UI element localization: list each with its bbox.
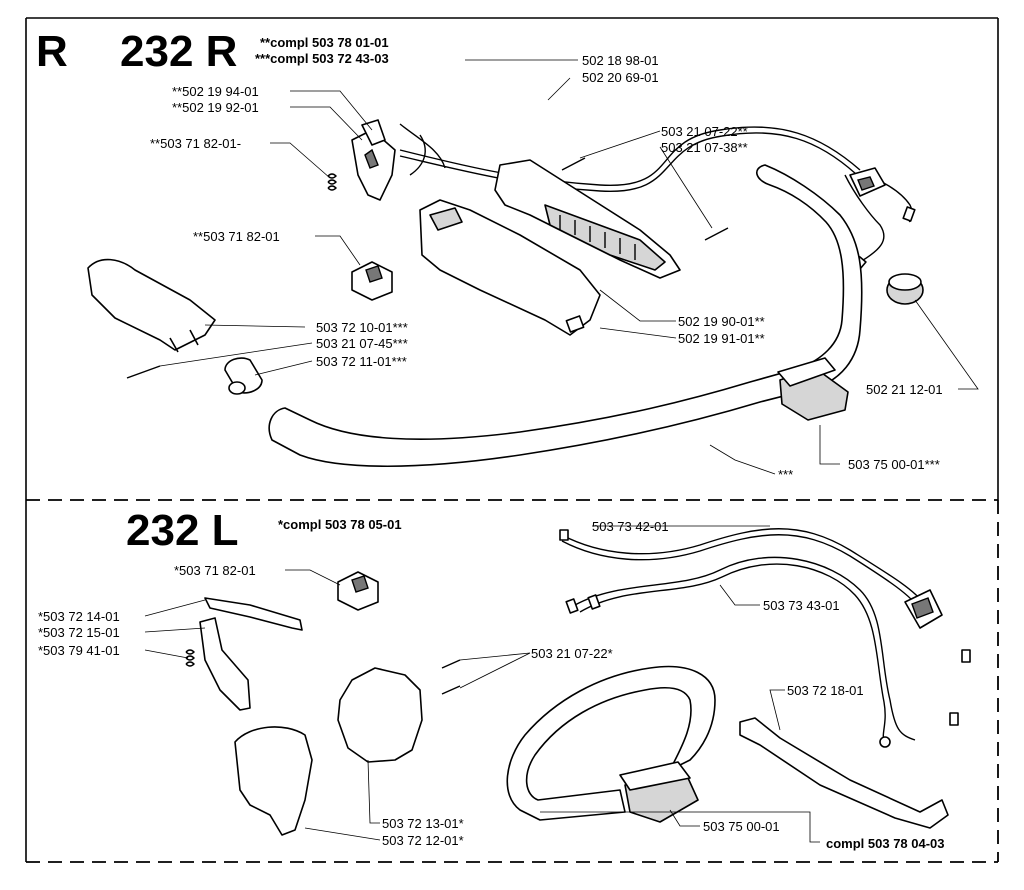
screws-top-drawing xyxy=(126,157,729,379)
label-503-73-43-01: 503 73 43-01 xyxy=(763,598,840,613)
label-503-72-11-01: 503 72 11-01*** xyxy=(316,354,407,369)
bottom-leader-lines xyxy=(144,525,820,843)
label-compl-503-78-04-03: compl 503 78 04-03 xyxy=(826,836,945,851)
label-503-75-00-01-top: 503 75 00-01*** xyxy=(848,457,940,472)
right-handle-drawing xyxy=(419,159,681,336)
handlebar-tube-drawing xyxy=(268,164,863,468)
kit-number-double-star: **compl 503 78 01-01 xyxy=(260,35,389,50)
grip-housing-drawing xyxy=(234,667,423,836)
kit-number-single-star: *compl 503 78 05-01 xyxy=(278,517,402,532)
label-502-19-92-01: **502 19 92-01 xyxy=(172,100,259,115)
throttle-cables-bottom-drawing xyxy=(559,528,971,748)
label-503-21-07-22-top: 503 21 07-22** xyxy=(661,124,748,139)
label-503-72-10-01: 503 72 10-01*** xyxy=(316,320,408,335)
stop-switch-bottom-drawing xyxy=(337,571,379,611)
model-title-232l: 232 L xyxy=(126,506,239,555)
loop-handle-drawing xyxy=(506,665,716,823)
label-503-72-18-01: 503 72 18-01 xyxy=(787,683,864,698)
label-503-72-12-01: 503 72 12-01* xyxy=(382,833,464,848)
label-503-21-07-45: 503 21 07-45*** xyxy=(316,336,408,351)
label-503-71-82-01-switch: **503 71 82-01 xyxy=(193,229,280,244)
spring-drawing xyxy=(327,173,337,191)
rubber-plug-drawing xyxy=(886,273,924,305)
label-502-21-12-01: 502 21 12-01 xyxy=(866,382,943,397)
label-503-75-00-01-bottom: 503 75 00-01 xyxy=(703,819,780,834)
label-503-72-14-01: *503 72 14-01 xyxy=(38,609,120,624)
throttle-trigger-drawing xyxy=(351,119,396,201)
model-title-232r: 232 R xyxy=(120,27,237,76)
label-503-79-41-01: *503 79 41-01 xyxy=(38,643,120,658)
label-502-18-98-01: 502 18 98-01 xyxy=(582,53,659,68)
label-503-72-15-01: *503 72 15-01 xyxy=(38,625,120,640)
label-503-73-42-01: 503 73 42-01 xyxy=(592,519,669,534)
left-handle-grip-drawing xyxy=(87,258,216,353)
stop-switch-top-drawing xyxy=(351,261,393,301)
label-502-19-94-01: **502 19 94-01 xyxy=(172,84,259,99)
label-502-19-91-01: 502 19 91-01** xyxy=(678,331,765,346)
label-503-21-07-22-bottom: 503 21 07-22* xyxy=(531,646,613,661)
top-leader-lines xyxy=(159,59,979,475)
label-503-72-13-01: 503 72 13-01* xyxy=(382,816,464,831)
label-503-21-07-38: 503 21 07-38** xyxy=(661,140,748,155)
label-502-20-69-01: 502 20 69-01 xyxy=(582,70,659,85)
tube-clamp-drawing xyxy=(224,357,263,395)
label-503-71-82-01-top: **503 71 82-01- xyxy=(150,136,241,151)
section-letter: R xyxy=(36,27,68,76)
cable-connector-bottom-drawing xyxy=(904,589,943,629)
label-503-71-82-01-bottom: *503 71 82-01 xyxy=(174,563,256,578)
throttle-lever-bottom-drawing xyxy=(185,597,303,711)
bracket-503-72-18-drawing xyxy=(739,717,949,829)
label-502-19-90-01: 502 19 90-01** xyxy=(678,314,765,329)
label-triple-star: *** xyxy=(778,467,793,482)
screws-bottom-drawing xyxy=(441,659,461,695)
cable-connector-top-drawing xyxy=(849,167,886,197)
kit-number-triple-star: ***compl 503 72 43-03 xyxy=(255,51,389,66)
